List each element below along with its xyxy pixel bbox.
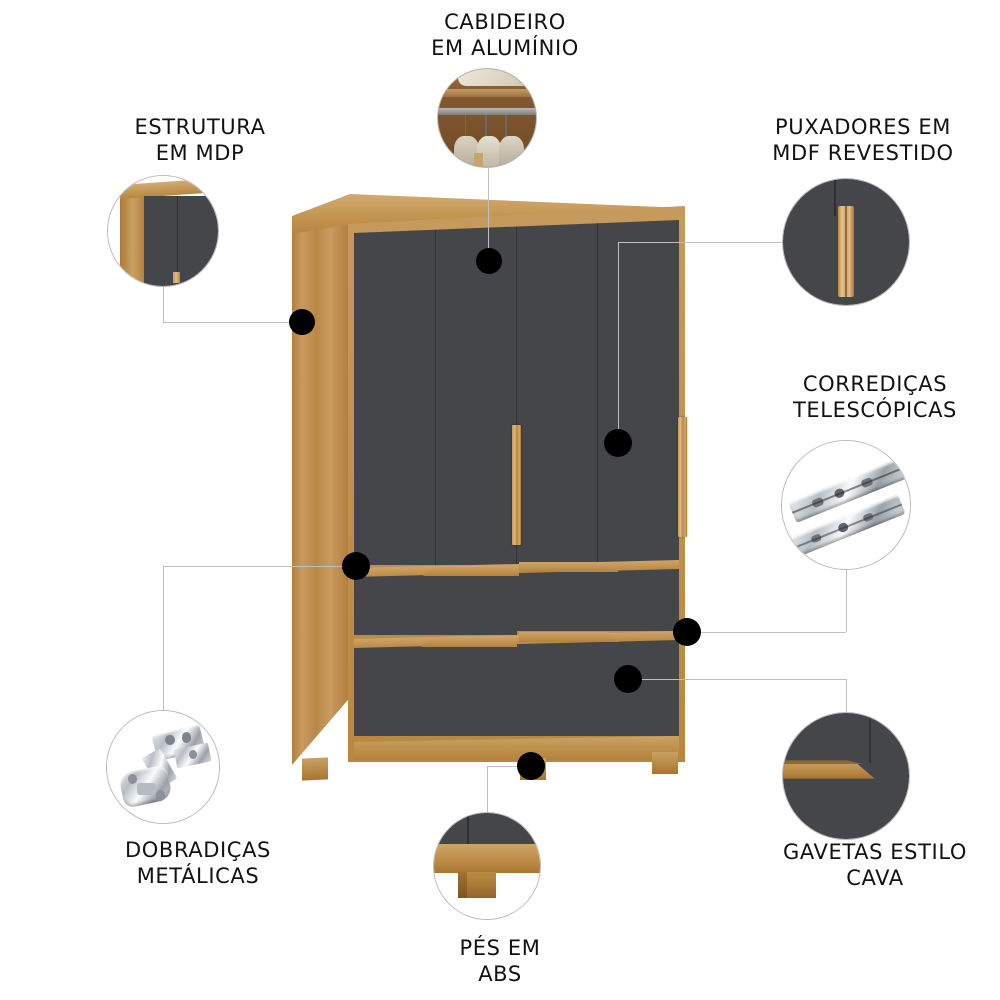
drawer-top-left — [354, 572, 517, 635]
connector-estrutura-v — [163, 287, 164, 322]
wardrobe-foot-right — [652, 752, 678, 774]
inset-gavetas — [782, 712, 910, 840]
dot-cabideiro — [476, 248, 502, 274]
drawer-slide-photo — [782, 441, 910, 569]
connector-corredicas-v — [846, 570, 847, 632]
connector-estrutura-h — [163, 322, 302, 323]
connector-gavetas-v — [846, 679, 847, 712]
wardrobe-render — [280, 180, 710, 805]
label-pes: PÉS EM ABS — [459, 936, 541, 986]
door-handle-right — [678, 417, 687, 537]
handle-photo — [783, 179, 909, 305]
label-cabideiro: CABIDEIRO EM ALUMÍNIO — [431, 10, 579, 60]
door-seam-2 — [516, 221, 517, 565]
wardrobe-foot-left — [302, 757, 328, 781]
drawer-cut-bottom-right — [519, 632, 619, 642]
connector-cabideiro-v — [488, 168, 489, 261]
label-puxadores: PUXADORES EM MDF REVESTIDO — [772, 115, 954, 165]
inset-estrutura — [107, 175, 219, 287]
drawer-cut-top-right — [519, 562, 619, 572]
drawer-bottom-left — [354, 642, 517, 736]
inset-pes — [433, 812, 541, 920]
inset-puxadores — [782, 178, 910, 306]
connector-gavetas-h — [628, 679, 846, 680]
dot-estrutura — [289, 309, 315, 335]
label-corredicas: CORREDIÇAS TELESCÓPICAS — [792, 372, 957, 422]
connector-pes-h — [487, 766, 531, 767]
drawer-bottom-right — [517, 638, 679, 736]
door-handle-left — [512, 425, 521, 545]
dot-dobradicas — [342, 552, 370, 580]
closet-rod-photo — [438, 69, 536, 167]
drawer-cut-top-left — [423, 566, 519, 576]
label-dobradicas: DOBRADIÇAS METÁLICAS — [125, 838, 271, 888]
dot-gavetas — [614, 665, 642, 693]
drawer-top-right — [517, 568, 679, 631]
connector-dobradicas-h — [163, 566, 356, 567]
inset-cabideiro — [437, 68, 537, 168]
inset-corredicas — [781, 440, 911, 570]
abs-foot-photo — [434, 813, 540, 919]
door-seam-3 — [597, 220, 598, 565]
door-seam-1 — [435, 224, 436, 565]
inset-dobradicas — [106, 710, 220, 824]
connector-puxadores-h — [618, 242, 782, 243]
label-gavetas: GAVETAS ESTILO CAVA — [783, 840, 967, 890]
drawer-cut-bottom-left — [421, 637, 517, 647]
wardrobe-side-panel — [292, 202, 350, 765]
connector-corredicas-h — [687, 632, 846, 633]
hinge-photo — [107, 711, 219, 823]
dot-corredicas — [673, 618, 701, 646]
label-estrutura: ESTRUTURA EM MDP — [134, 115, 266, 165]
connector-dobradicas-v — [163, 566, 164, 710]
cabinet-corner-photo — [108, 176, 218, 286]
dot-puxadores — [604, 429, 632, 457]
connector-pes-v — [487, 766, 488, 812]
recessed-drawer-photo — [783, 713, 909, 839]
dot-pes — [517, 752, 545, 780]
connector-puxadores-v — [618, 242, 619, 443]
